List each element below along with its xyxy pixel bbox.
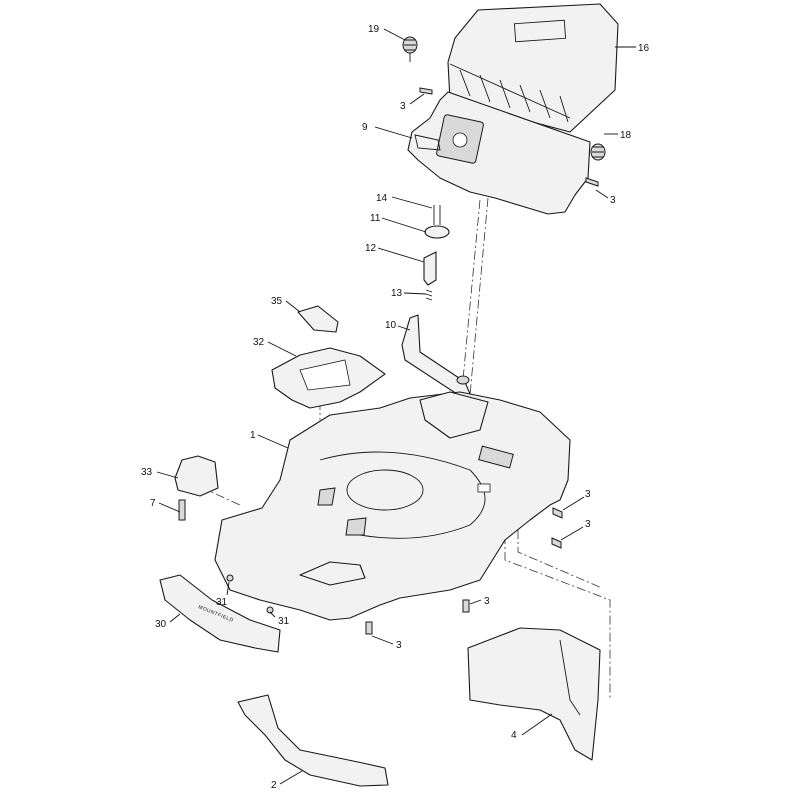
- callout-3: 3: [484, 596, 490, 607]
- callout-30: 30: [155, 619, 167, 630]
- callout-12: 12: [365, 243, 377, 254]
- callout-3: 3: [396, 640, 402, 651]
- spring-part-19: [402, 36, 418, 62]
- callout-3: 3: [610, 195, 616, 206]
- rear-flap-part-9: [407, 91, 591, 215]
- callout-31: 31: [216, 597, 228, 608]
- callout-7: 7: [150, 498, 156, 509]
- mulch-plug-part-35: [297, 305, 339, 333]
- callout-14: 14: [376, 193, 388, 204]
- deflector-part-32: [271, 347, 386, 409]
- callout-32: 32: [253, 337, 265, 348]
- callout-16: 16: [638, 43, 650, 54]
- grass-bag-lid-part-16: [447, 3, 619, 133]
- callout-35: 35: [271, 296, 283, 307]
- rear-housing-part-4: [467, 627, 601, 761]
- callout-2: 2: [271, 780, 277, 791]
- side-bracket-part-33: [174, 455, 219, 497]
- callout-1: 1: [250, 430, 256, 441]
- callout-19: 19: [368, 24, 380, 35]
- callout-3: 3: [585, 489, 591, 500]
- mower-deck-part-1: [214, 391, 571, 621]
- callout-33: 33: [141, 467, 153, 478]
- height-adjuster-assembly: [401, 205, 471, 397]
- bolt-part-7: [178, 499, 186, 521]
- callout-18: 18: [620, 130, 632, 141]
- callout-10: 10: [385, 320, 397, 331]
- fasteners-part-31: [226, 574, 274, 614]
- screws-part-3: [365, 87, 599, 635]
- callout-3: 3: [585, 519, 591, 530]
- callout-3: 3: [400, 101, 406, 112]
- callout-13: 13: [391, 288, 403, 299]
- callout-11: 11: [370, 213, 381, 224]
- callout-9: 9: [362, 122, 368, 133]
- spring-part-18: [590, 143, 606, 161]
- rear-bracket-part-2: [237, 694, 389, 787]
- callout-4: 4: [511, 730, 517, 741]
- front-bumper-part-30: MOUNTFIELD: [159, 574, 281, 653]
- callouts: 19 16 3 9 18 3 14 11 12 13 35 10 32 1 33…: [141, 24, 650, 791]
- callout-31: 31: [278, 616, 290, 627]
